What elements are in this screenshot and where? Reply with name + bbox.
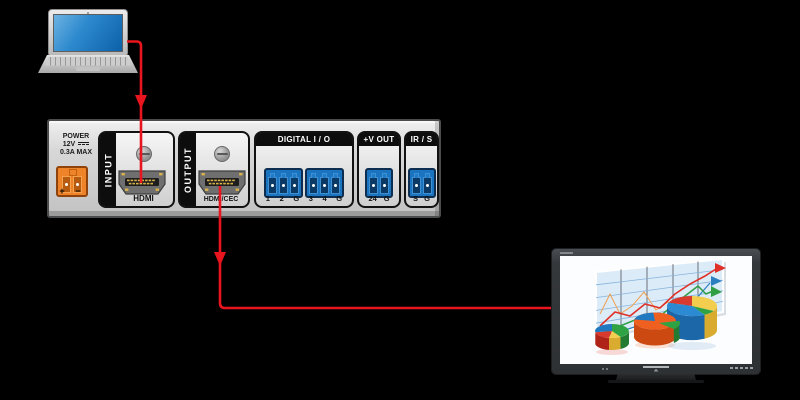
display-stand bbox=[616, 374, 696, 380]
hdmi-input-port-label: HDMI bbox=[133, 194, 154, 203]
output-side-label: OUTPUT bbox=[183, 146, 193, 193]
v-out-header: +V OUT bbox=[359, 133, 399, 146]
display-screen bbox=[560, 256, 752, 364]
output-side-strip: OUTPUT bbox=[180, 133, 196, 206]
minus-sign: − bbox=[75, 186, 81, 196]
ir-s-pin-labels: S G bbox=[413, 194, 430, 203]
ir-s-header: IR / S bbox=[406, 133, 437, 146]
dc-voltage-icon bbox=[78, 141, 90, 145]
display-bottom-brand-mark bbox=[643, 365, 669, 368]
laptop-icon bbox=[38, 8, 140, 74]
device-rear-panel: POWER 12V 0.3A MAX + − INPUT bbox=[47, 119, 441, 218]
power-section: POWER 12V 0.3A MAX bbox=[53, 133, 99, 157]
power-title: POWER bbox=[62, 133, 90, 140]
v-out-section: +V OUT 24 G bbox=[357, 131, 401, 208]
screw-icon bbox=[214, 146, 230, 162]
digital-io-section: DIGITAL I / O 1 2 G 3 4 G bbox=[254, 131, 354, 208]
power-pin bbox=[62, 176, 71, 193]
power-voltage: 12V bbox=[62, 141, 76, 148]
screw-icon bbox=[136, 146, 152, 162]
hdmi-port-icon bbox=[118, 170, 166, 195]
hdmi-port-icon bbox=[198, 170, 246, 195]
v-out-pin-labels: 24 G bbox=[368, 194, 390, 203]
laptop-keyboard bbox=[46, 56, 130, 66]
laptop-webcam-dot bbox=[87, 11, 89, 14]
display-control-buttons bbox=[729, 366, 753, 369]
digital-io-pin-labels: 1 2 G 3 4 G bbox=[265, 194, 343, 203]
power-voltage-line: 12V bbox=[53, 141, 99, 149]
cable-arrow-icon bbox=[135, 95, 147, 109]
power-terminal-block-icon bbox=[56, 166, 88, 197]
input-side-strip: INPUT bbox=[100, 133, 116, 206]
power-polarity: + − bbox=[54, 186, 86, 196]
display-indicator-dots bbox=[602, 368, 604, 370]
laptop-trackpad bbox=[76, 67, 100, 71]
display-logo-mark bbox=[653, 368, 659, 372]
power-current: 0.3A MAX bbox=[59, 149, 93, 156]
plus-sign: + bbox=[59, 186, 65, 196]
laptop-body bbox=[38, 55, 138, 73]
input-side-label: INPUT bbox=[103, 152, 113, 187]
display-stand-base bbox=[608, 380, 704, 383]
display-brand-mark bbox=[560, 251, 573, 254]
digital-io-header: DIGITAL I / O bbox=[256, 133, 352, 146]
business-chart-graphic bbox=[595, 257, 726, 355]
ir-s-section: IR / S S G bbox=[404, 131, 439, 208]
hdmi-input-section: INPUT HDMI bbox=[98, 131, 175, 208]
hdmi-output-section: OUTPUT HDMI/CEC bbox=[178, 131, 250, 208]
display-icon bbox=[552, 249, 760, 383]
laptop-lid bbox=[48, 9, 128, 57]
cable-arrow-icon bbox=[214, 252, 226, 266]
hdmi-output-port-label: HDMI/CEC bbox=[203, 196, 239, 203]
power-pin bbox=[73, 176, 82, 193]
laptop-screen bbox=[53, 14, 123, 52]
